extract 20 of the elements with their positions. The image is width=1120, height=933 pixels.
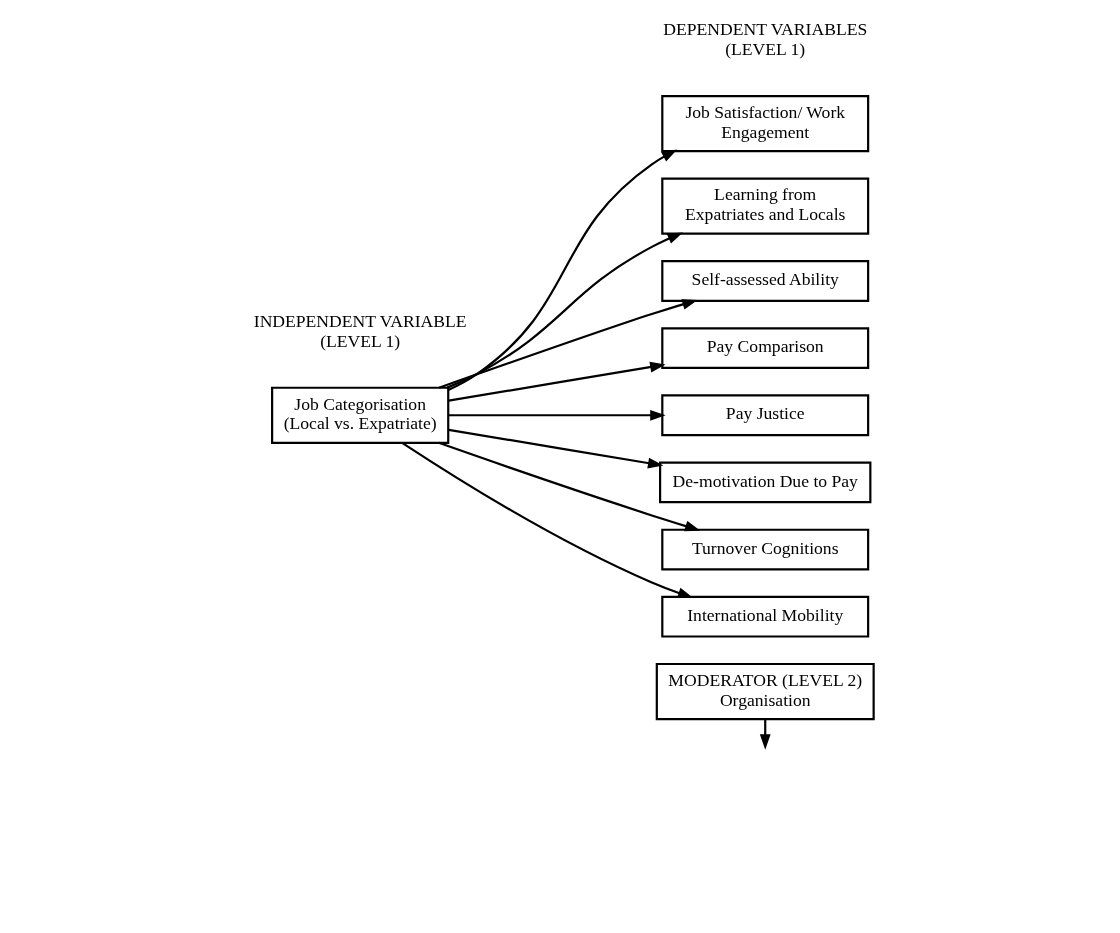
node-box: Learning from Expatriates and Locals xyxy=(660,177,869,235)
arrow xyxy=(448,409,666,421)
arrow xyxy=(446,231,683,389)
node-box: International Mobility xyxy=(660,595,869,638)
arrow xyxy=(447,149,677,391)
node-box: De-motivation Due to Pay xyxy=(658,461,871,503)
arrow xyxy=(448,361,666,402)
arrow xyxy=(437,441,700,531)
node-box: Job Categorisation (Local vs. Expatriate) xyxy=(270,386,449,444)
node-box: Job Satisfaction/ Work Engagement xyxy=(660,94,869,152)
arrow xyxy=(438,298,698,389)
arrow xyxy=(448,428,663,468)
label: DEPENDENT VARIABLES (LEVEL 1) xyxy=(662,18,867,59)
node-box: MODERATOR (LEVEL 2) Organisation xyxy=(655,662,875,720)
arrow xyxy=(401,441,693,598)
node-box: Pay Comparison xyxy=(660,326,869,369)
label: INDEPENDENT VARIABLE (LEVEL 1) xyxy=(253,310,467,351)
node-box: Pay Justice xyxy=(660,393,869,436)
node-box: Turnover Cognitions xyxy=(660,528,869,570)
node-box: Self-assessed Ability xyxy=(660,259,869,302)
